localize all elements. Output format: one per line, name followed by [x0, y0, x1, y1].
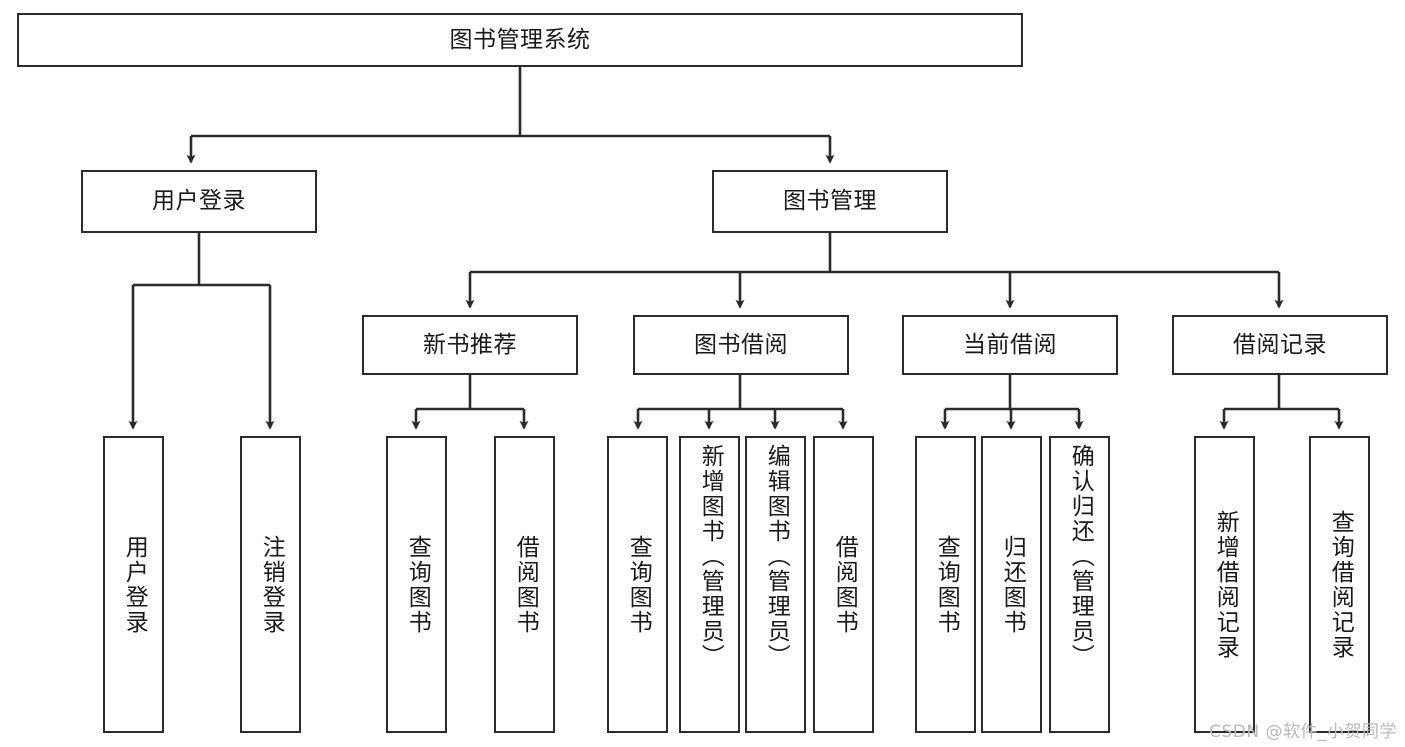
node-leaf-query-record[interactable]: 查询借阅记录: [1309, 436, 1370, 733]
node-leaf-confirm-return-label: 确认归还（管理员）: [1067, 444, 1094, 669]
node-book-management[interactable]: 图书管理: [712, 170, 948, 233]
node-leaf-query-book-2[interactable]: 查询图书: [607, 436, 668, 733]
node-leaf-user-logout[interactable]: 注销登录: [240, 436, 301, 733]
node-leaf-borrow-book-1-label: 借阅图书: [512, 534, 539, 635]
node-user-login[interactable]: 用户登录: [81, 170, 317, 233]
node-leaf-return-book[interactable]: 归还图书: [981, 436, 1042, 733]
node-leaf-query-record-label: 查询借阅记录: [1327, 509, 1354, 660]
node-new-book-recommend[interactable]: 新书推荐: [362, 315, 578, 375]
node-leaf-user-login-label: 用户登录: [121, 534, 148, 635]
node-book-management-label: 图书管理: [783, 188, 877, 215]
node-current-borrow-label: 当前借阅: [963, 331, 1057, 358]
node-book-borrow[interactable]: 图书借阅: [633, 315, 849, 375]
node-new-book-recommend-label: 新书推荐: [423, 331, 517, 358]
node-leaf-user-login[interactable]: 用户登录: [103, 436, 164, 733]
node-root-label: 图书管理系统: [449, 26, 591, 53]
node-leaf-confirm-return[interactable]: 确认归还（管理员）: [1049, 436, 1110, 733]
node-leaf-query-book-2-label: 查询图书: [625, 534, 652, 635]
node-leaf-borrow-book-2-label: 借阅图书: [831, 534, 858, 635]
node-leaf-return-book-label: 归还图书: [999, 534, 1026, 635]
node-leaf-add-record[interactable]: 新增借阅记录: [1194, 436, 1255, 733]
node-leaf-query-book-3-label: 查询图书: [933, 534, 960, 635]
node-borrow-record-label: 借阅记录: [1233, 331, 1327, 358]
node-leaf-borrow-book-1[interactable]: 借阅图书: [494, 436, 555, 733]
node-leaf-query-book-1-label: 查询图书: [404, 534, 431, 635]
node-current-borrow[interactable]: 当前借阅: [902, 315, 1118, 375]
node-leaf-borrow-book-2[interactable]: 借阅图书: [813, 436, 874, 733]
node-leaf-add-book[interactable]: 新增图书（管理员）: [679, 436, 740, 733]
node-root[interactable]: 图书管理系统: [17, 13, 1023, 67]
node-leaf-edit-book[interactable]: 编辑图书（管理员）: [745, 436, 806, 733]
node-leaf-add-book-label: 新增图书（管理员）: [697, 444, 724, 669]
node-leaf-query-book-3[interactable]: 查询图书: [915, 436, 976, 733]
node-leaf-query-book-1[interactable]: 查询图书: [386, 436, 447, 733]
node-leaf-edit-book-label: 编辑图书（管理员）: [763, 444, 790, 669]
node-leaf-add-record-label: 新增借阅记录: [1212, 509, 1239, 660]
watermark-text: CSDN @软件_小贺同学: [1209, 722, 1397, 742]
node-borrow-record[interactable]: 借阅记录: [1172, 315, 1388, 375]
node-leaf-user-logout-label: 注销登录: [258, 534, 285, 635]
node-user-login-label: 用户登录: [152, 188, 246, 215]
node-book-borrow-label: 图书借阅: [694, 331, 788, 358]
